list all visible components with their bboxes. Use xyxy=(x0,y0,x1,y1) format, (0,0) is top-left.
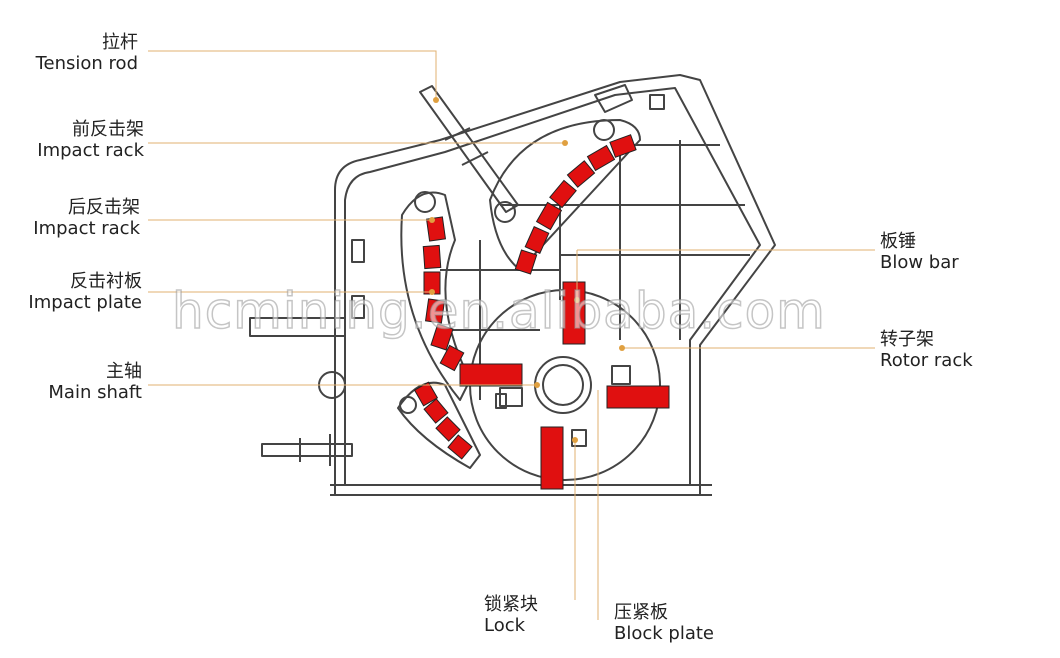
lower-plate-1 xyxy=(413,381,439,407)
front-plate-3 xyxy=(566,160,596,188)
impact-plate-1 xyxy=(425,216,447,242)
label-block-plate: 压紧板 Block plate xyxy=(614,602,744,644)
label-lock-en: Lock xyxy=(484,614,526,636)
label-rear-impact-rack: 后反击架 Impact rack xyxy=(10,197,140,239)
label-front-impact-rack-zh: 前反击架 xyxy=(72,119,144,140)
impact-plate-6 xyxy=(439,344,465,372)
blow-bar-top xyxy=(562,281,586,345)
label-tension-rod-en: Tension rod xyxy=(35,52,138,74)
label-tension-rod: 拉杆 Tension rod xyxy=(10,32,138,74)
blow-bar-right xyxy=(606,385,670,409)
blow-bar-bottom xyxy=(540,426,564,490)
blow-bar-left xyxy=(459,363,523,387)
label-blow-bar-zh: 板锤 xyxy=(880,231,916,252)
front-plate-4 xyxy=(549,179,577,209)
front-plate-2 xyxy=(586,144,616,172)
label-main-shaft: 主轴 Main shaft xyxy=(10,361,142,403)
impact-plate-4 xyxy=(424,298,446,324)
label-blow-bar-en: Blow bar xyxy=(880,251,959,273)
leader-lines xyxy=(148,50,875,620)
label-blow-bar: 板锤 Blow bar xyxy=(880,231,1040,273)
lower-plate-2 xyxy=(423,398,449,424)
label-lock-zh: 锁紧块 xyxy=(484,594,538,615)
label-main-shaft-en: Main shaft xyxy=(48,381,142,403)
impact-plate-2 xyxy=(422,244,442,270)
label-block-plate-zh: 压紧板 xyxy=(614,602,668,623)
label-block-plate-en: Block plate xyxy=(614,622,714,644)
label-lock: 锁紧块 Lock xyxy=(484,594,574,636)
leader-dots xyxy=(429,97,625,443)
label-front-impact-rack-en: Impact rack xyxy=(37,139,144,161)
front-plate-1 xyxy=(609,134,637,158)
label-rotor-rack-zh: 转子架 xyxy=(880,329,934,350)
label-impact-plate-zh: 反击衬板 xyxy=(70,271,142,292)
lower-plate-4 xyxy=(447,434,473,460)
front-plate-6 xyxy=(524,226,550,254)
red-parts xyxy=(413,134,670,490)
label-main-shaft-zh: 主轴 xyxy=(106,361,142,382)
label-impact-plate-en: Impact plate xyxy=(28,291,142,313)
lower-plate-3 xyxy=(435,416,461,442)
front-plate-7 xyxy=(514,249,538,275)
label-rotor-rack: 转子架 Rotor rack xyxy=(880,329,1040,371)
label-rear-impact-rack-en: Impact rack xyxy=(33,217,140,239)
front-plate-5 xyxy=(535,201,563,231)
label-rotor-rack-en: Rotor rack xyxy=(880,349,973,371)
label-impact-plate: 反击衬板 Impact plate xyxy=(10,271,142,313)
label-tension-rod-zh: 拉杆 xyxy=(102,32,138,53)
label-rear-impact-rack-zh: 后反击架 xyxy=(68,197,140,218)
label-front-impact-rack: 前反击架 Impact rack xyxy=(10,119,144,161)
watermark: hcmining.en.alibaba.com xyxy=(171,281,826,341)
impact-plate-5 xyxy=(430,323,454,351)
